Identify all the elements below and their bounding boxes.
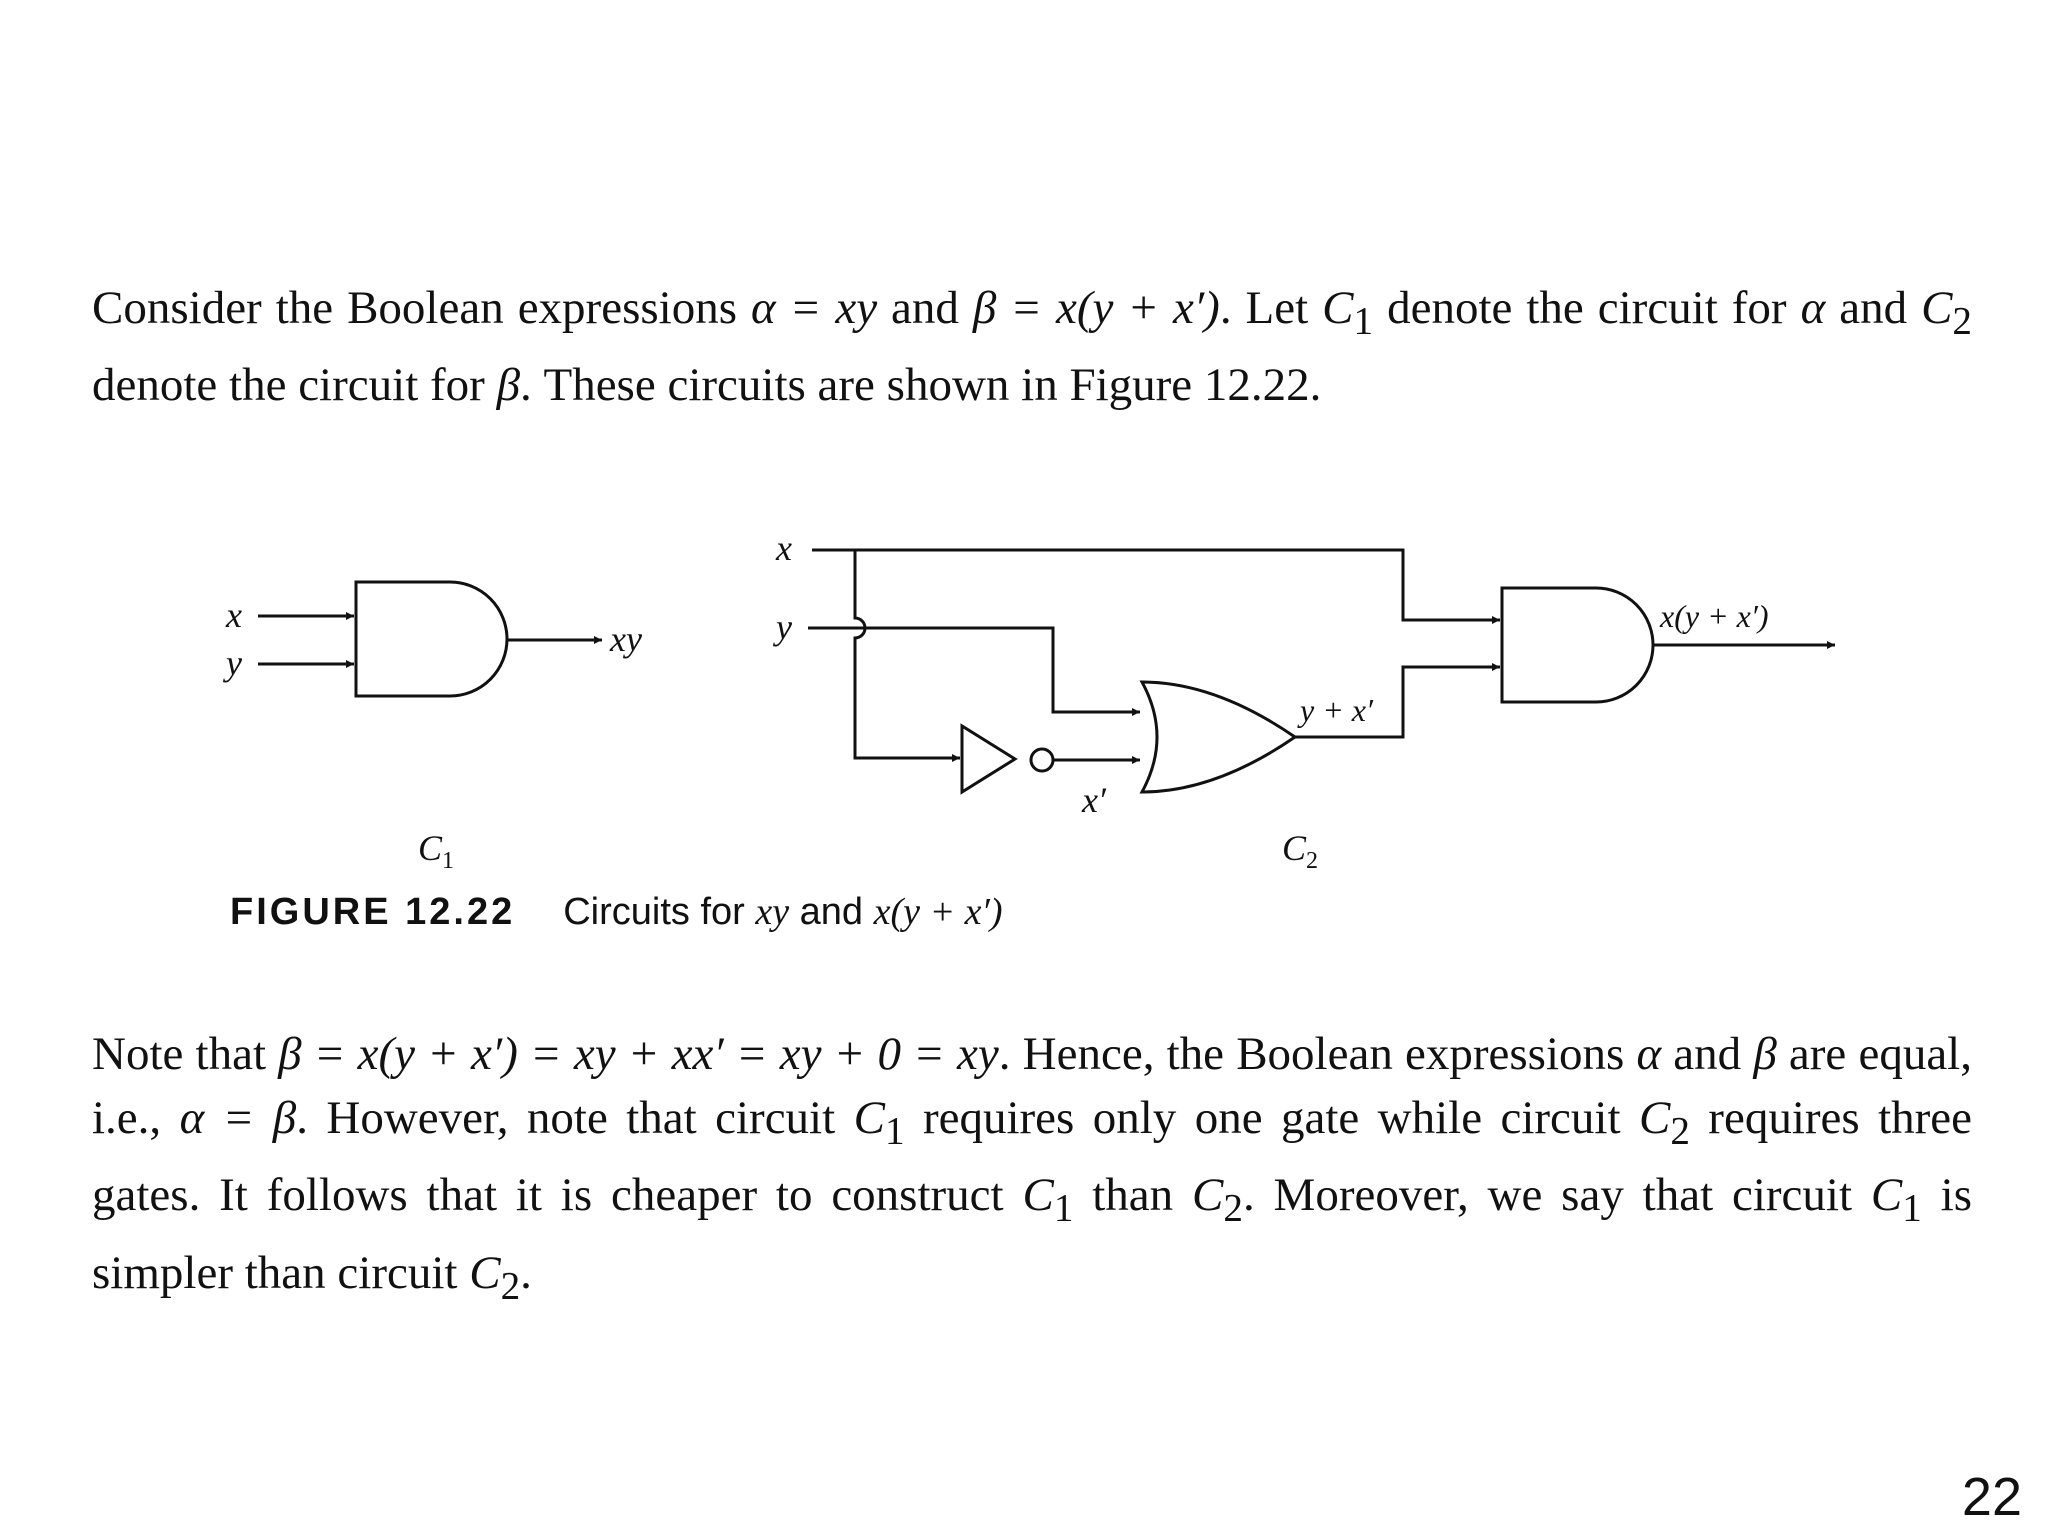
text-run: than [1073, 1169, 1192, 1222]
text-run: . Moreover, we say that circuit [1242, 1169, 1871, 1222]
circuit-diagram [258, 548, 1835, 795]
circuit-symbol: C [1322, 282, 1354, 334]
c2-or-output-wire [1295, 663, 1500, 739]
beta-symbol: β [496, 359, 520, 412]
text-run: requires only one gate while circuit [904, 1092, 1639, 1144]
alpha-symbol: α [1800, 282, 1826, 334]
c1-name-label: C1 [418, 828, 454, 881]
alpha-expression: α = xy [750, 282, 878, 334]
text-run: denote the circuit for [92, 359, 497, 412]
text-run: . Let [1219, 282, 1323, 334]
caption-text: Circuits for xy and x(y + x′) [563, 891, 1002, 933]
circuit-subscript: 2 [1223, 1186, 1243, 1230]
c2-name: C [1282, 828, 1307, 868]
c1-and-gate [354, 580, 509, 698]
intro-paragraph: Consider the Boolean expressions α = xy … [92, 276, 1972, 417]
text-run: is simpler than circuit [92, 1169, 1973, 1299]
c1-x-label: x [226, 595, 242, 635]
circuit-subscript: 2 [1952, 299, 1972, 343]
circuit-subscript: 2 [1670, 1109, 1690, 1153]
page-number: 22 [1961, 1467, 2022, 1527]
c2-name-subscript: 2 [1306, 848, 1319, 874]
beta-derivation: β = x(y + x′) = xy + xx′ = xy + 0 = xy [278, 1028, 999, 1080]
c2-y-label: y [776, 607, 792, 647]
c1-name-subscript: 1 [442, 848, 455, 874]
alpha-symbol: α [1636, 1028, 1662, 1080]
text-run: and [1661, 1028, 1754, 1080]
caption-expression: xy [755, 891, 790, 933]
circuit-figure: x y xy C1 x y x′ y + x′ x(y + x′) C2 [0, 500, 2048, 960]
text-run: and [1825, 282, 1922, 334]
circuit-symbol: C [469, 1246, 501, 1299]
caption-expression: x(y + x′) [873, 891, 1003, 933]
beta-symbol: β [1753, 1028, 1777, 1080]
c2-y-wire [808, 626, 1140, 716]
text-run: . [520, 1246, 532, 1299]
text-run: Note that [92, 1028, 279, 1080]
circuit-symbol: C [853, 1092, 885, 1144]
text-run: and [877, 282, 973, 334]
text-run: Circuits for [563, 891, 756, 933]
c2-and-output-label: x(y + x′) [1660, 598, 1769, 634]
text-run: and [789, 891, 874, 933]
circuit-subscript: 2 [500, 1264, 521, 1308]
circuit-symbol: C [1638, 1092, 1671, 1144]
circuit-subscript: 1 [1902, 1186, 1922, 1230]
c2-x-label: x [776, 528, 792, 568]
text-run: . These circuits are shown in Figure 12.… [519, 359, 1322, 412]
equality-expression: α = β [179, 1092, 297, 1144]
circuit-symbol: C [1192, 1169, 1224, 1222]
c2-or-output-label: y + x′ [1300, 692, 1373, 728]
text-run: Consider the Boolean expressions [92, 282, 751, 334]
text-run: . However, note that circuit [296, 1092, 854, 1144]
c2-or-gate [1139, 680, 1298, 794]
c2-not-bubble [1029, 747, 1055, 773]
circuit-subscript: 1 [1053, 1186, 1074, 1230]
c2-not-gate [960, 723, 1018, 795]
c2-name-label: C2 [1282, 828, 1318, 881]
text-run: denote the circuit for [1373, 282, 1801, 334]
conclusion-paragraph: Note that β = x(y + x′) = xy + xx′ = xy … [92, 1022, 1972, 1318]
c1-name: C [418, 828, 443, 868]
beta-expression: β = x(y + x′) [972, 282, 1220, 334]
c2-and-gate [1500, 586, 1655, 704]
text-run: . Hence, the Boolean expressions [998, 1028, 1637, 1080]
c1-y-label: y [226, 643, 242, 683]
circuit-symbol: C [1921, 282, 1953, 334]
figure-number: FIGURE 12.22 [230, 891, 516, 933]
circuit-subscript: 1 [1353, 299, 1374, 343]
c2-x-wire [812, 548, 1500, 624]
c2-x-branch-wire [853, 550, 960, 762]
text-run: requires three gates. It follows that it… [92, 1092, 1973, 1222]
circuit-symbol: C [1870, 1169, 1903, 1222]
c2-not-output-label: x′ [1082, 780, 1106, 820]
circuit-symbol: C [1022, 1169, 1054, 1222]
text-run: are equal, i.e., [92, 1028, 1972, 1144]
c1-output-label: xy [610, 619, 642, 659]
figure-caption: FIGURE 12.22 Circuits for xy and x(y + x′… [230, 890, 1003, 934]
circuit-subscript: 1 [884, 1109, 905, 1153]
